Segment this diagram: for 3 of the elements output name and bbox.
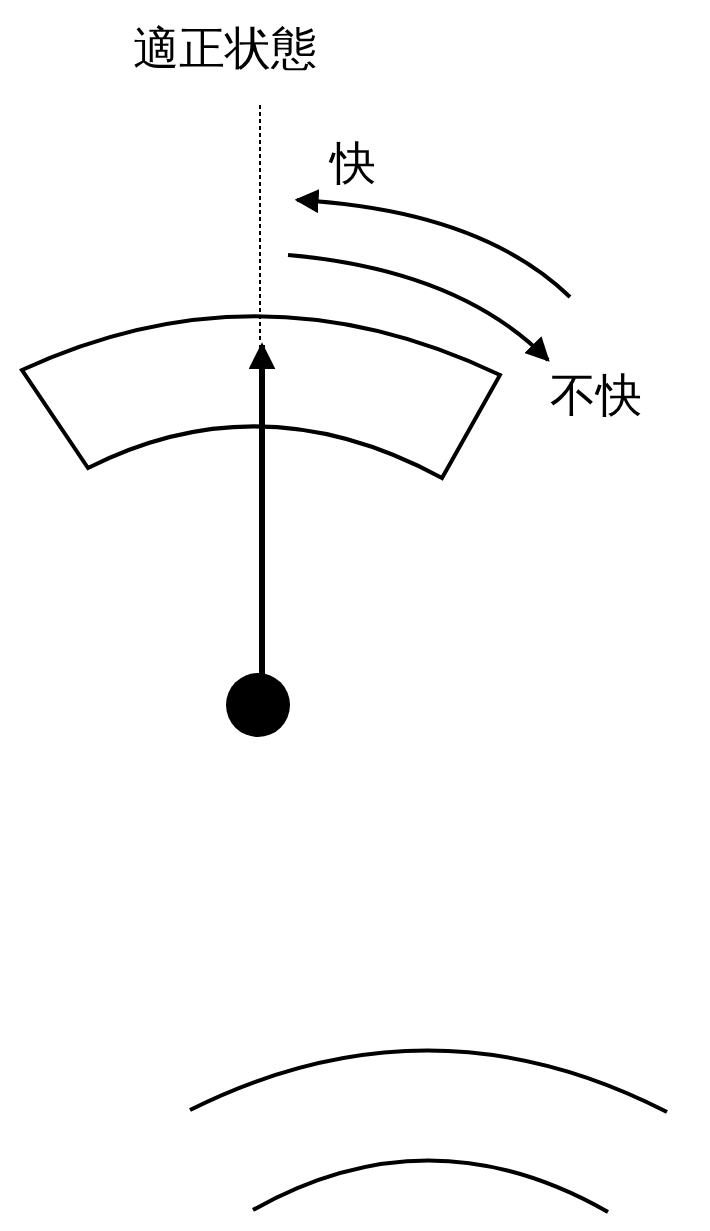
direction-label: 快 (330, 140, 376, 186)
direction-label: 不快 (550, 372, 642, 418)
state-label: 適正状態 (133, 25, 317, 71)
